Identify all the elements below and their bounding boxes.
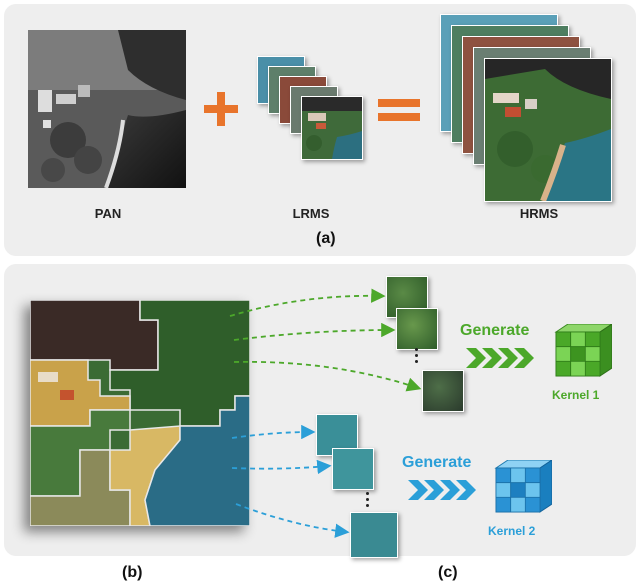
panel-a: PAN LRMS — [4, 4, 636, 256]
kernel-label-1: Kernel 1 — [552, 388, 600, 402]
caption-a: (a) — [316, 230, 336, 247]
kernel-cube-blue-icon — [494, 460, 552, 513]
equals-top-bar — [378, 99, 420, 107]
arrow-blue-2 — [231, 459, 332, 475]
lrms-tile-top — [301, 96, 363, 160]
generate-label-blue: Generate — [402, 454, 472, 471]
kernel-cube-green-icon — [554, 324, 612, 377]
blue-patch — [350, 512, 398, 558]
ellipsis-dots-green — [415, 348, 419, 363]
caption-b: (b) — [122, 564, 143, 581]
equals-icon — [378, 99, 420, 121]
arrows-layer — [229, 288, 422, 538]
lrms-label: LRMS — [292, 206, 330, 221]
chevron-arrows-blue-icon — [408, 480, 476, 500]
arrow-green-2 — [233, 322, 396, 341]
pan-label: PAN — [94, 206, 122, 221]
generate-label-green: Generate — [460, 322, 530, 339]
green-patch — [422, 370, 464, 412]
blue-patch — [332, 448, 374, 490]
arrow-blue-3 — [235, 503, 350, 538]
chevron-arrows-green-icon — [466, 348, 534, 368]
plus-horizontal — [204, 105, 238, 113]
arrow-blue-1 — [231, 424, 316, 440]
kernel-label-2: Kernel 2 — [488, 524, 536, 538]
ellipsis-dots-blue — [366, 492, 370, 507]
pan-image — [28, 30, 186, 188]
plus-icon — [204, 92, 238, 126]
panel-bc: Generate Kernel 1 Generate — [4, 264, 636, 558]
equals-bottom-bar — [378, 113, 420, 121]
hrms-label: HRMS — [519, 206, 559, 221]
caption-c: (c) — [438, 564, 458, 581]
arrow-green-3 — [233, 360, 422, 392]
arrow-green-1 — [229, 288, 386, 317]
segmented-image — [30, 300, 250, 526]
hrms-tile-top — [484, 58, 612, 202]
